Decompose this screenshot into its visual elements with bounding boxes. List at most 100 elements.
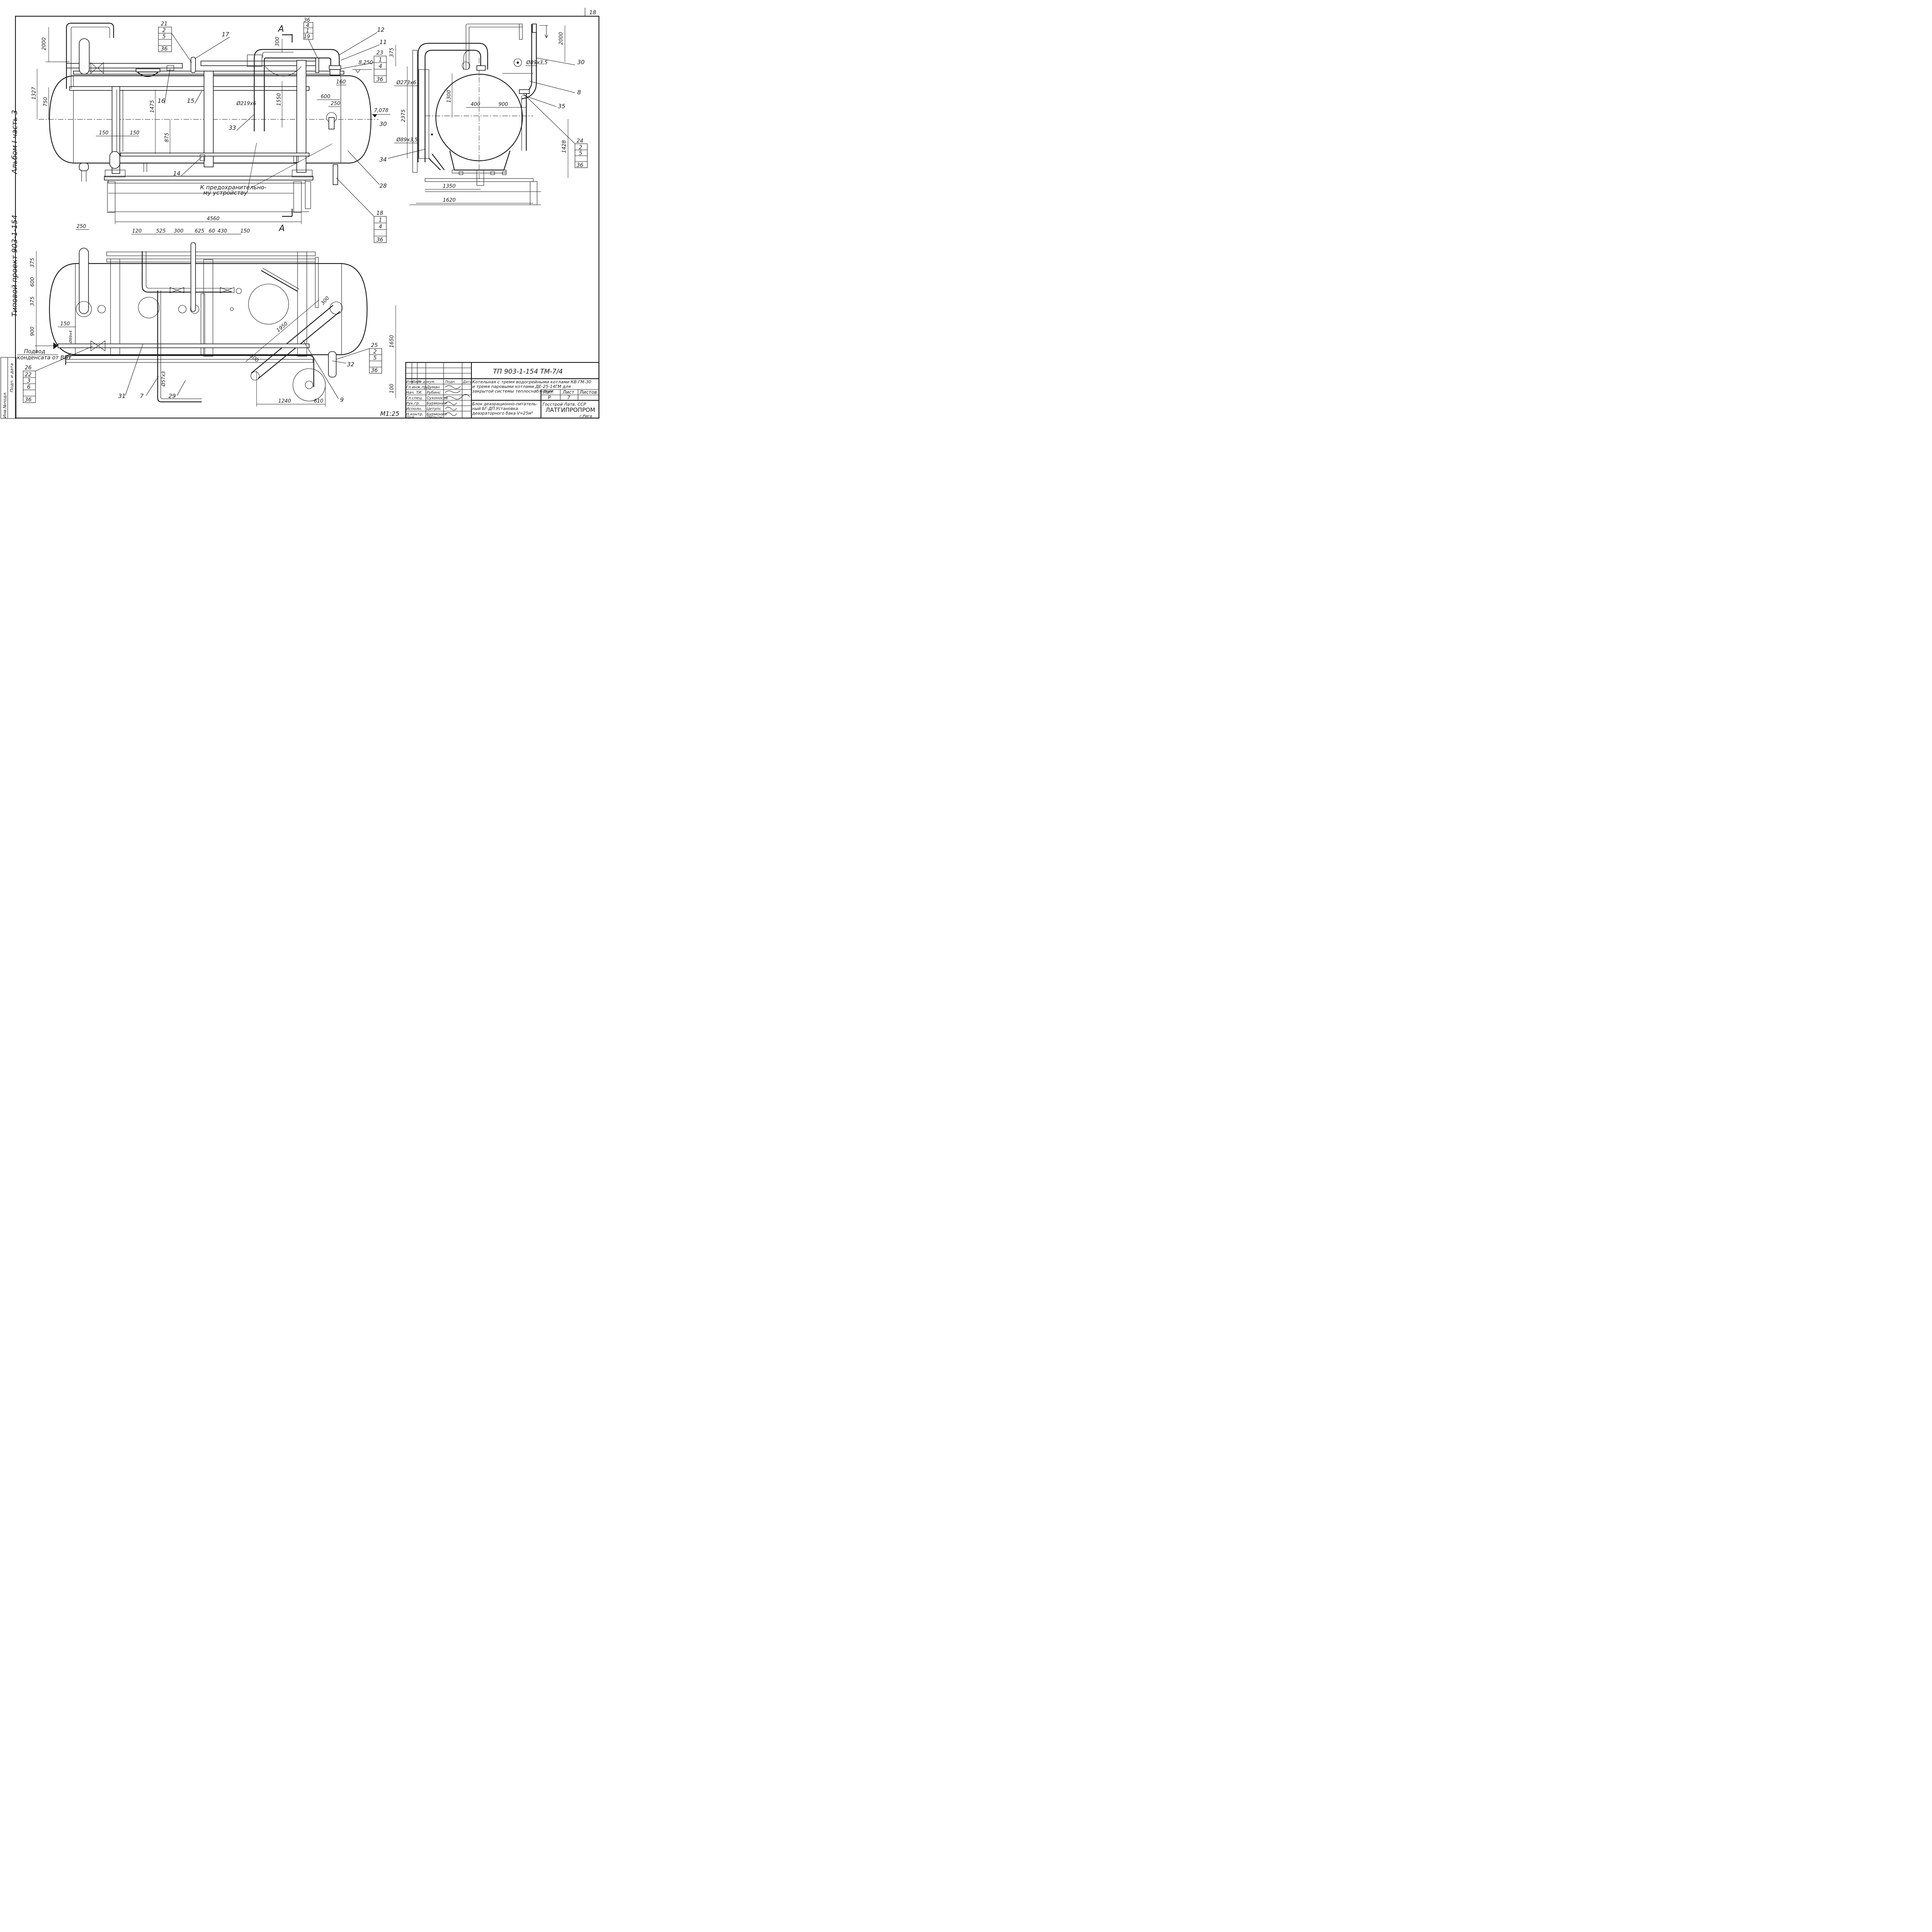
signature-2 bbox=[444, 394, 470, 400]
sheet-title-1: Блок деаэрационно-питатель- bbox=[472, 402, 537, 406]
plan-dim-150: 150 bbox=[240, 228, 250, 234]
org-line-3: г.Рига bbox=[580, 414, 592, 418]
plan-dim-600: 600 bbox=[30, 277, 36, 287]
condensate-note-2: конденсата от ВПУ bbox=[17, 355, 72, 361]
person-role-3: Рук.гр. bbox=[406, 401, 420, 406]
plan-view: 250 120 525 300 625 60 430 150 375 600 3… bbox=[17, 224, 396, 406]
front-view: A A 2000 1327 750 1475 875 150 150 300 1… bbox=[31, 17, 390, 243]
side-dim-400: 400 bbox=[471, 102, 480, 107]
dim-150-b: 150 bbox=[130, 130, 139, 136]
condensate-note-1: Подвод bbox=[24, 349, 45, 355]
side-dim-1350: 1350 bbox=[443, 184, 456, 189]
callout-9: 9 bbox=[340, 396, 344, 403]
plan-dim-120: 120 bbox=[132, 228, 142, 234]
sheet-title-3: деаэраторного бака V=25м³ bbox=[472, 411, 533, 416]
plan-dim-250: 250 bbox=[77, 224, 86, 230]
callout-32: 32 bbox=[347, 361, 354, 368]
svg-text:18: 18 bbox=[376, 210, 383, 216]
svg-text:36: 36 bbox=[161, 46, 168, 52]
svg-text:36: 36 bbox=[304, 17, 310, 23]
side-dim-900: 900 bbox=[498, 102, 508, 107]
sheet-border bbox=[15, 15, 600, 419]
callout-11: 11 bbox=[379, 39, 387, 46]
person-role-6: Пров. bbox=[406, 415, 415, 419]
svg-text:4: 4 bbox=[306, 23, 309, 29]
plan-dim-900: 900 bbox=[30, 327, 36, 336]
person-name-0: Думан bbox=[426, 385, 440, 389]
role-sign: Подп. bbox=[445, 380, 456, 384]
svg-text:36: 36 bbox=[25, 397, 32, 403]
manhole-circle bbox=[248, 284, 289, 325]
callout-24: 24 2 5 36 bbox=[523, 93, 588, 168]
dim-750: 750 bbox=[43, 97, 49, 107]
role-doc: № докум. bbox=[418, 380, 435, 384]
plan-pipe-89x4: Ø89x4 bbox=[68, 330, 73, 344]
callout-36-top: 36 4 1 19 bbox=[303, 17, 318, 58]
callout-29: 29 bbox=[168, 393, 176, 400]
drawing-canvas: 18 Альбом I часть 3 Типовой проект 903-1… bbox=[0, 8, 600, 419]
role-list: Лист bbox=[412, 380, 422, 384]
list-value: 7 bbox=[567, 395, 570, 400]
side-strip: Альбом I часть 3 Типовой проект 903-1-15… bbox=[10, 110, 19, 317]
dim-1327: 1327 bbox=[31, 87, 37, 100]
callout-33: 33 bbox=[229, 124, 236, 131]
callout-28: 28 bbox=[379, 182, 387, 189]
svg-text:21: 21 bbox=[161, 21, 168, 27]
side-dim-1428: 1428 bbox=[561, 140, 567, 153]
callout-18: 18 1 4 36 bbox=[336, 177, 387, 243]
side-dim-2375: 2375 bbox=[401, 109, 406, 122]
plan-dim-375a: 375 bbox=[30, 258, 36, 267]
vessel-plan bbox=[49, 263, 368, 355]
callout-31: 31 bbox=[118, 393, 126, 400]
svg-text:4: 4 bbox=[379, 224, 382, 230]
svg-text:5: 5 bbox=[579, 150, 582, 156]
callout-30-front: 30 bbox=[379, 121, 387, 128]
callout-35: 35 bbox=[558, 103, 565, 110]
side-view: 375 2375 2000 1300 400 900 1428 1350 162… bbox=[379, 24, 588, 205]
pipe-219: Ø219x6 bbox=[236, 101, 256, 107]
callout-15: 15 bbox=[187, 97, 194, 104]
person-role-0: Гл.инж.пр. bbox=[406, 385, 428, 389]
callout-14: 14 bbox=[173, 170, 180, 177]
dim-2000: 2000 bbox=[41, 37, 47, 50]
drawing-sheet: { "sheet":{"page_number":"18","scale":"M… bbox=[0, 0, 606, 433]
side-pipe-273: Ø273x6 bbox=[396, 80, 416, 86]
sign-date-label: Подп. и дата bbox=[9, 363, 14, 392]
list-label: Лист bbox=[562, 389, 575, 395]
signature-0 bbox=[445, 385, 461, 389]
inv-label: Инв.№подл. bbox=[2, 391, 7, 418]
side-dim-375: 375 bbox=[389, 48, 395, 57]
plan-dim-300: 300 bbox=[174, 228, 184, 234]
title-block: ТП 903-1-154 ТМ-7/4 Котельная с тремя во… bbox=[405, 362, 600, 419]
svg-text:5: 5 bbox=[162, 34, 166, 40]
dim-1475: 1475 bbox=[150, 100, 155, 113]
lit-value: Р bbox=[548, 395, 551, 400]
callout-23: 23 1 4 36 bbox=[340, 50, 387, 83]
page-number: 18 bbox=[589, 10, 596, 16]
person-name-6: Двельсон bbox=[426, 415, 442, 419]
callout-34: 34 bbox=[379, 156, 387, 163]
bottom-left-strip: Инв.№подл. Подп. и дата bbox=[0, 357, 17, 419]
signature-4 bbox=[445, 407, 457, 411]
person-name-5: Бурмонин bbox=[427, 412, 447, 417]
vessel-section bbox=[435, 73, 523, 162]
person-role-1: Нач. ТИ. bbox=[406, 391, 423, 395]
dim-150-a: 150 bbox=[99, 130, 109, 136]
dim-875: 875 bbox=[164, 133, 170, 142]
plan-dim-610: 610 bbox=[314, 398, 323, 404]
svg-text:23: 23 bbox=[376, 50, 383, 56]
dim-600: 600 bbox=[321, 94, 330, 100]
side-pipe-89a: Ø89x3,5 bbox=[526, 60, 548, 66]
section-mark-top: A bbox=[277, 24, 284, 34]
album-label: Альбом I часть 3 bbox=[10, 110, 19, 175]
desc-line-1: Котельная с тремя водогрейными котлами К… bbox=[472, 379, 591, 384]
callout-8: 8 bbox=[577, 89, 581, 96]
side-dim-1300: 1300 bbox=[446, 90, 452, 103]
listov-label: Листов bbox=[579, 389, 597, 395]
plan-dim-375b: 375 bbox=[30, 296, 36, 306]
callout-16: 16 bbox=[158, 97, 165, 104]
svg-text:36: 36 bbox=[371, 367, 378, 374]
svg-text:36: 36 bbox=[577, 162, 583, 168]
svg-text:2: 2 bbox=[373, 349, 377, 355]
side-pipe-89b: Ø89x3,5 bbox=[396, 137, 418, 143]
